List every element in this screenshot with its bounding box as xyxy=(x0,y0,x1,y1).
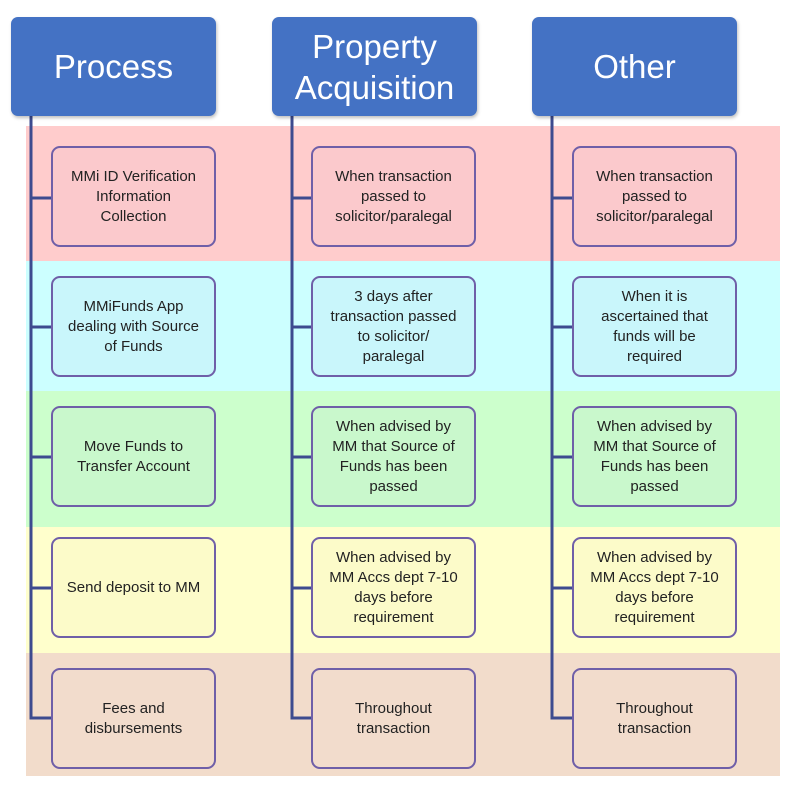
process-step-send-deposit: Send deposit to MM xyxy=(51,537,216,638)
property-timing-fees: Throughout transaction xyxy=(311,668,476,769)
process-step-source-of-funds: MMiFunds App dealing with Source of Fund… xyxy=(51,276,216,377)
other-timing-send-deposit: When advised by MM Accs dept 7-10 days b… xyxy=(572,537,737,638)
other-timing-id-verification: When transaction passed to solicitor/par… xyxy=(572,146,737,247)
other-timing-move-funds: When advised by MM that Source of Funds … xyxy=(572,406,737,507)
property-timing-send-deposit: When advised by MM Accs dept 7-10 days b… xyxy=(311,537,476,638)
other-timing-fees: Throughout transaction xyxy=(572,668,737,769)
property-timing-source-of-funds: 3 days after transaction passed to solic… xyxy=(311,276,476,377)
other-timing-source-of-funds: When it is ascertained that funds will b… xyxy=(572,276,737,377)
header-property-acquisition: Property Acquisition xyxy=(272,17,477,116)
header-other: Other xyxy=(532,17,737,116)
header-process: Process xyxy=(11,17,216,116)
process-step-id-verification: MMi ID Verification Information Collecti… xyxy=(51,146,216,247)
process-step-fees: Fees and disbursements xyxy=(51,668,216,769)
process-step-move-funds: Move Funds to Transfer Account xyxy=(51,406,216,507)
property-timing-id-verification: When transaction passed to solicitor/par… xyxy=(311,146,476,247)
property-timing-move-funds: When advised by MM that Source of Funds … xyxy=(311,406,476,507)
